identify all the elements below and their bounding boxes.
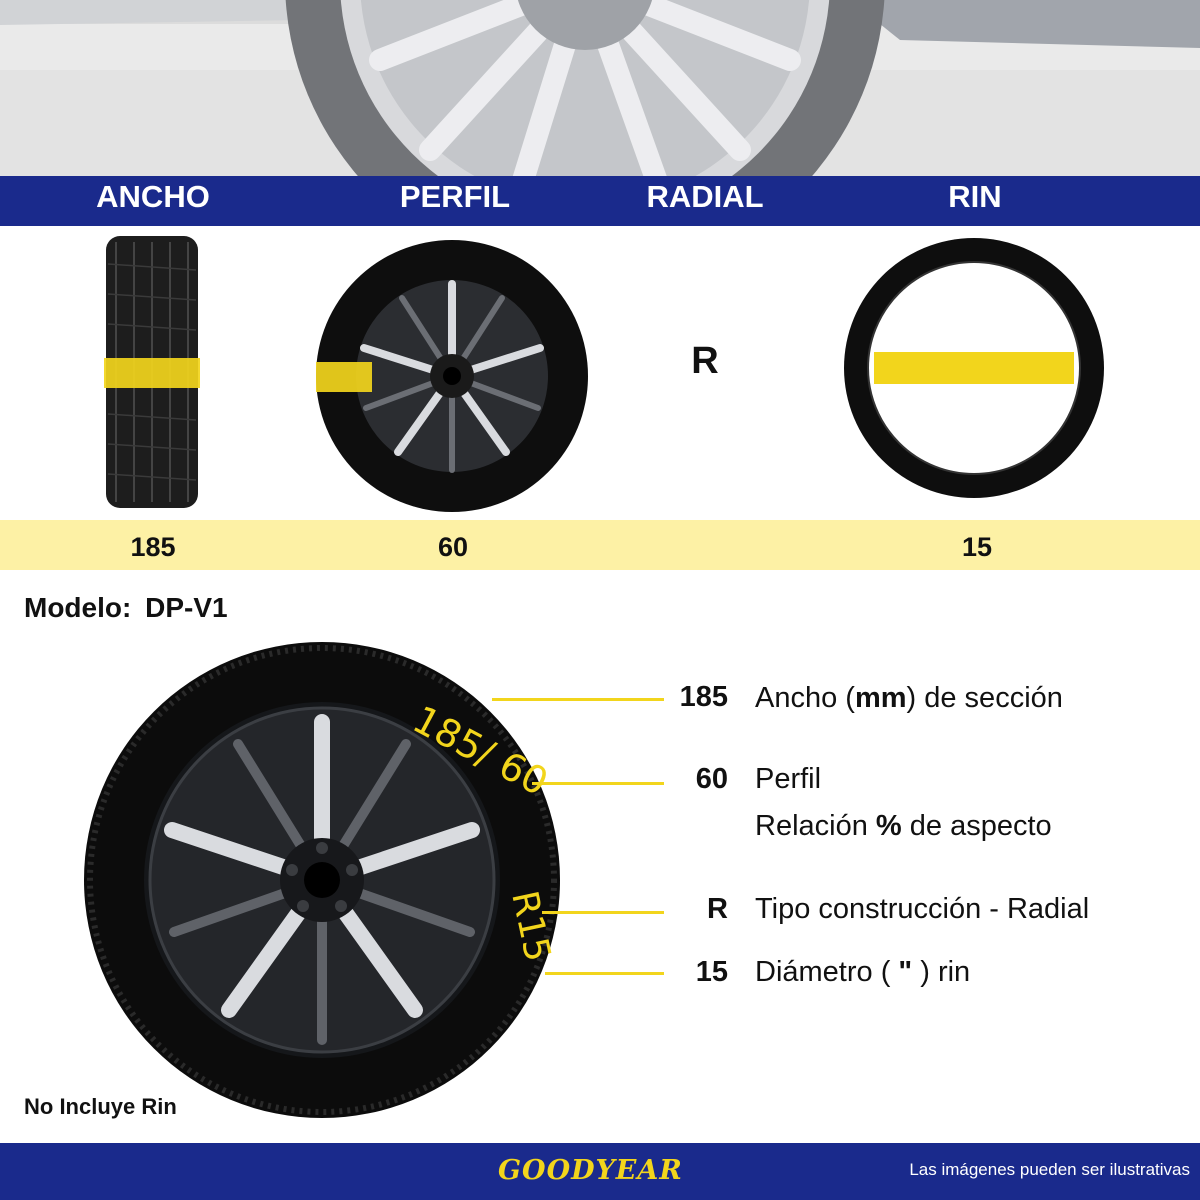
values-bar: 185 60 15 (0, 520, 1200, 570)
spec-line-ancho (492, 698, 664, 701)
spec-desc-radial: Tipo construcción - Radial (755, 893, 1090, 925)
goodyear-logo: GOODYEAR (498, 1155, 683, 1186)
hero-car-wheel-photo (0, 0, 1200, 176)
spec-desc-perfil-title: Perfil (755, 763, 822, 795)
spec-desc-perfil: Relación % de aspecto (755, 810, 1052, 842)
spec-line-radial (542, 911, 664, 914)
value-rin: 15 (961, 532, 993, 562)
spec-code-rin: 15 (695, 956, 728, 988)
no-rin-note: No Incluye Rin (24, 1094, 177, 1119)
tire-with-rim-icon (316, 240, 588, 512)
spec-desc-rin: Diámetro ( " ) rin (755, 956, 971, 988)
disclaimer-text: Las imágenes pueden ser ilustrativas (909, 1160, 1190, 1179)
header-bar: ANCHO PERFIL RADIAL RIN (0, 176, 1200, 226)
spec-desc-ancho: Ancho (mm) de sección (755, 682, 1063, 714)
spec-line-perfil (532, 782, 664, 785)
value-perfil: 60 (437, 532, 469, 562)
header-ancho-label: ANCHO (96, 179, 210, 214)
radial-letter: R (691, 340, 719, 382)
spec-code-perfil: 60 (695, 763, 728, 795)
header-radial-label: RADIAL (646, 179, 764, 214)
header-perfil-label: PERFIL (399, 179, 511, 214)
footer-bar (0, 1143, 1200, 1200)
tire-ring-icon (844, 238, 1104, 498)
value-ancho: 185 (130, 532, 176, 562)
spec-code-radial: R (707, 893, 728, 925)
spec-code-ancho: 185 (679, 681, 728, 713)
tire-sidewall-illustration: 185/ 60 R15 (84, 642, 560, 1118)
size-diagram-row (0, 226, 1200, 520)
tire-tread-icon (104, 236, 200, 508)
model-label: Modelo: (24, 592, 132, 623)
model-value: DP-V1 (145, 592, 228, 623)
spec-line-rin (545, 972, 664, 975)
model-line: Modelo: DP-V1 (24, 592, 228, 624)
header-rin-label: RIN (948, 179, 1002, 214)
car-wheel-photo (0, 0, 1200, 176)
